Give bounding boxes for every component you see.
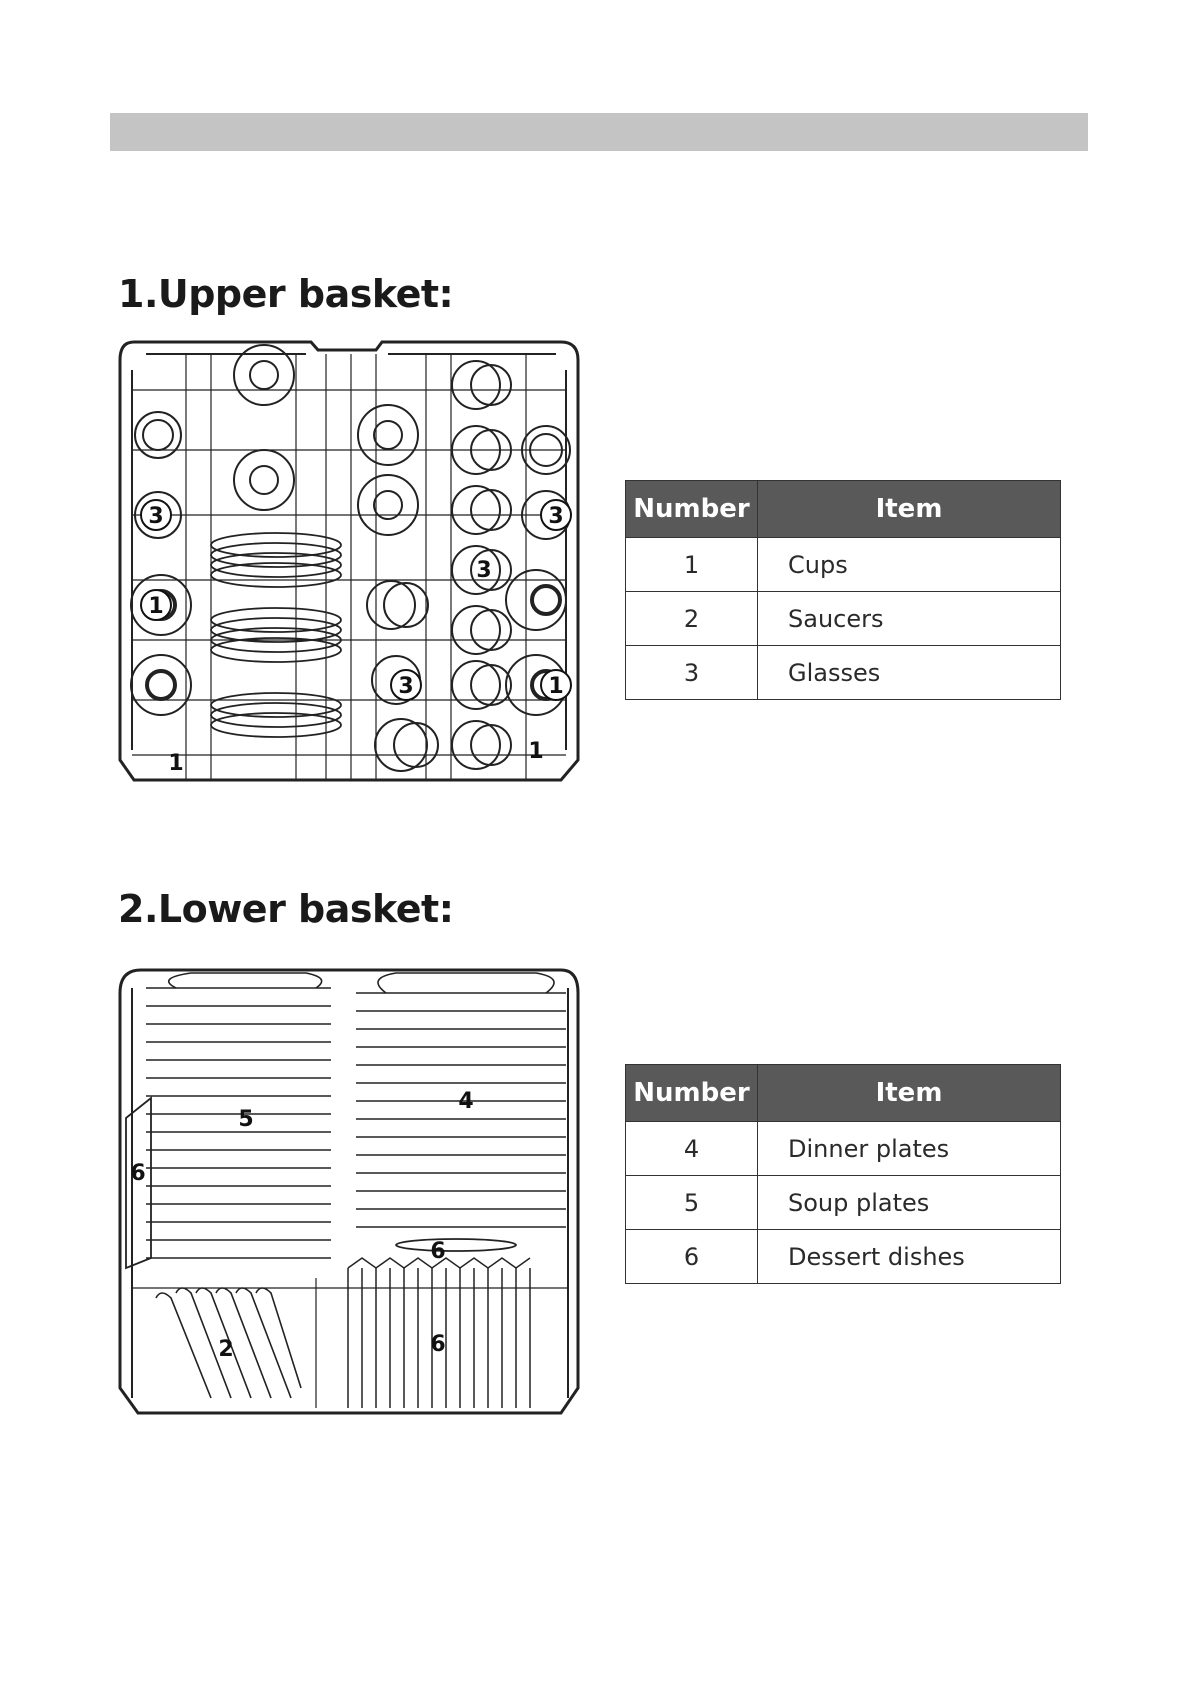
callout-dessert-left: 6	[130, 1161, 145, 1186]
header-bar	[110, 113, 1088, 151]
lower-basket-title: 2.Lower basket:	[118, 887, 453, 931]
callout-glasses-center: 3	[476, 558, 491, 583]
callout-dessert-flat: 6	[430, 1239, 445, 1264]
row-number: 1	[626, 538, 758, 592]
header-item: Item	[758, 481, 1061, 538]
row-number: 6	[626, 1230, 758, 1284]
callout-dinner-plates: 4	[458, 1089, 473, 1114]
lower-basket-legend-table: Number Item 4 Dinner plates 5 Soup plate…	[625, 1064, 1061, 1284]
callout-glasses-left: 3	[148, 504, 163, 529]
upper-basket-drawing: 3 3 3 1 3 1 1 1	[116, 340, 582, 800]
lower-basket-drawing: 5 4 6 6 2 6	[116, 968, 582, 1428]
table-header-row: Number Item	[626, 481, 1061, 538]
row-number: 3	[626, 646, 758, 700]
table-row: 2 Saucers	[626, 592, 1061, 646]
table-header-row: Number Item	[626, 1065, 1061, 1122]
callout-cups-left: 1	[148, 594, 163, 619]
table-row: 5 Soup plates	[626, 1176, 1061, 1230]
upper-basket-title: 1.Upper basket:	[118, 272, 453, 316]
row-item: Glasses	[758, 646, 1061, 700]
table-row: 6 Dessert dishes	[626, 1230, 1061, 1284]
header-item: Item	[758, 1065, 1061, 1122]
callout-cups-bottom-left: 1	[168, 751, 183, 776]
row-item: Dinner plates	[758, 1122, 1061, 1176]
row-number: 5	[626, 1176, 758, 1230]
callout-glasses-middle: 3	[398, 674, 413, 699]
row-number: 4	[626, 1122, 758, 1176]
row-number: 2	[626, 592, 758, 646]
callout-cups-bottom-right: 1	[528, 739, 543, 764]
table-row: 4 Dinner plates	[626, 1122, 1061, 1176]
upper-callouts: 3 3 3 1 3 1 1 1	[141, 500, 571, 776]
callout-soup-plates: 5	[238, 1107, 253, 1132]
callout-cups-right: 1	[548, 674, 563, 699]
row-item: Dessert dishes	[758, 1230, 1061, 1284]
upper-basket-diagram: 3 3 3 1 3 1 1 1	[116, 340, 582, 800]
callout-dessert-right: 6	[430, 1332, 445, 1357]
callout-glasses-right: 3	[548, 504, 563, 529]
callout-saucers: 2	[218, 1337, 233, 1362]
lower-basket-diagram: 5 4 6 6 2 6	[116, 968, 582, 1428]
row-item: Cups	[758, 538, 1061, 592]
row-item: Soup plates	[758, 1176, 1061, 1230]
table-row: 1 Cups	[626, 538, 1061, 592]
header-number: Number	[626, 1065, 758, 1122]
header-number: Number	[626, 481, 758, 538]
row-item: Saucers	[758, 592, 1061, 646]
upper-basket-legend-table: Number Item 1 Cups 2 Saucers 3 Glasses	[625, 480, 1061, 700]
table-row: 3 Glasses	[626, 646, 1061, 700]
lower-callouts: 5 4 6 6 2 6	[130, 1089, 473, 1362]
